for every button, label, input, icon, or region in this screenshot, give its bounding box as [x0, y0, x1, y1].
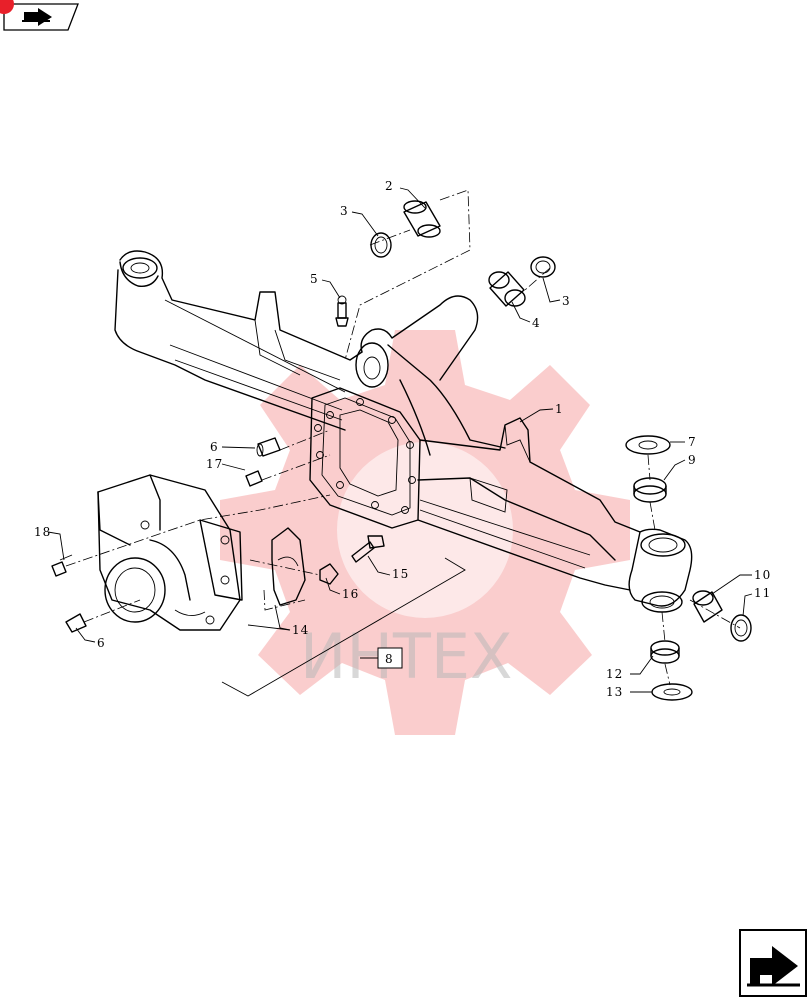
thrust-washer-part-7 [625, 435, 671, 455]
next-page-arrow-icon [22, 8, 52, 26]
callout-18: 18 [34, 525, 51, 539]
callout-6-lower: 6 [97, 636, 106, 650]
callout-3-right: 3 [562, 294, 571, 308]
grease-fitting-part-5 [335, 295, 349, 327]
flange-bolt-holes [314, 398, 416, 514]
callout-8-box: 8 [377, 647, 403, 669]
nav-return-button[interactable] [739, 929, 807, 997]
callout-8: 8 [385, 652, 394, 666]
seal-ring-part-11 [730, 614, 752, 642]
callout-16: 16 [342, 587, 359, 601]
seal-ring-part-3-upper [370, 232, 392, 258]
callout-13: 13 [606, 685, 623, 699]
thrust-washer-part-13 [651, 683, 693, 701]
callout-5: 5 [310, 272, 319, 286]
leader-lines [47, 187, 753, 697]
callout-11: 11 [754, 586, 771, 600]
callout-7: 7 [688, 435, 697, 449]
callout-2: 2 [385, 179, 394, 193]
callout-10: 10 [754, 568, 771, 582]
clamp-part-14 [271, 527, 306, 606]
screw-part-18 [51, 554, 73, 577]
bushing-part-2 [403, 200, 441, 238]
callout-6-upper: 6 [210, 440, 219, 454]
callout-labels: 1 2 3 3 4 5 6 6 7 9 10 11 12 13 14 15 16… [34, 179, 771, 699]
callout-9: 9 [688, 453, 697, 467]
return-arrow-icon [747, 946, 800, 987]
callout-15: 15 [392, 567, 409, 581]
dowel-pin-part-17 [245, 470, 263, 487]
callout-4: 4 [532, 316, 541, 330]
bearing-part-12 [650, 640, 680, 664]
final-drive-housing [97, 474, 243, 631]
callout-17: 17 [206, 457, 223, 471]
bolt-part-15 [351, 535, 385, 563]
callout-14: 14 [292, 623, 309, 637]
nav-next-button[interactable] [0, 0, 79, 31]
seal-ring-part-3-right [530, 256, 556, 278]
plug-part-6-upper [256, 437, 281, 457]
assembly-center-lines [65, 189, 741, 686]
bushing-part-10 [692, 590, 723, 623]
bushing-part-4 [488, 271, 526, 307]
callout-12: 12 [606, 667, 623, 681]
nut-part-16 [319, 563, 339, 585]
callout-3-upper: 3 [340, 204, 349, 218]
watermark-text: ИНТЕХ [300, 620, 513, 693]
callout-1: 1 [555, 402, 564, 416]
plug-part-6-lower [65, 613, 87, 633]
bearing-part-9 [633, 477, 667, 503]
red-marker-dot [0, 0, 14, 14]
